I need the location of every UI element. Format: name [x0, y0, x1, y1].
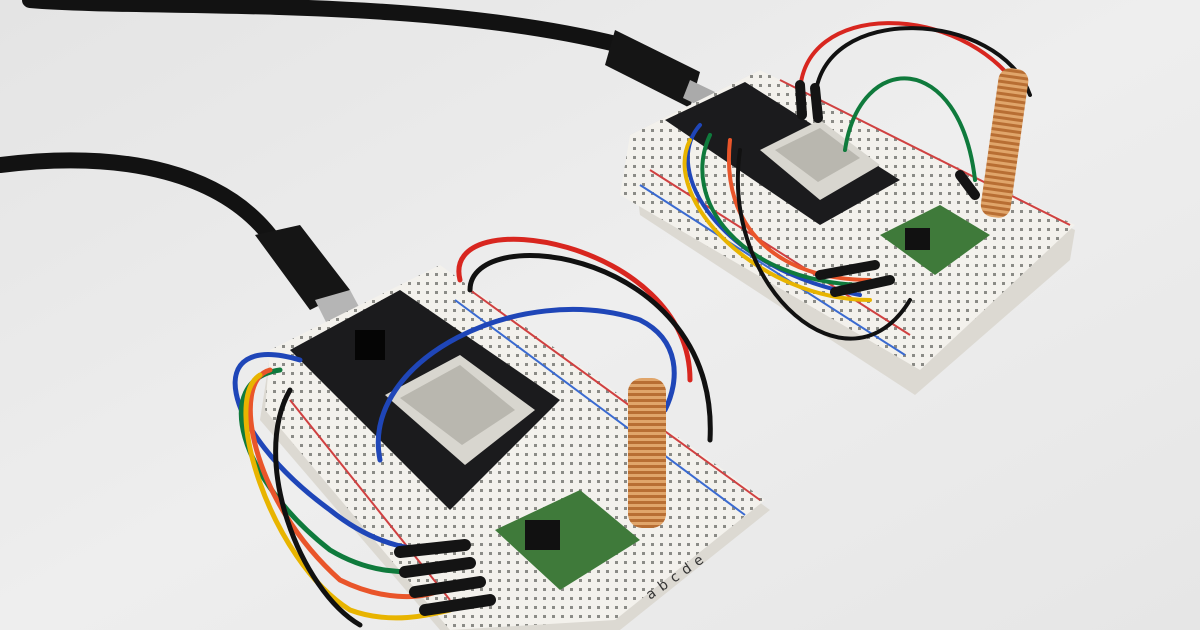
- nodemcu-board-left: [290, 290, 560, 510]
- dupont-connectors-left: [394, 539, 496, 616]
- jumper-wires-right: [682, 21, 1032, 341]
- coil-antenna-right: [980, 68, 1029, 218]
- coil-antenna-left: [628, 378, 666, 528]
- rf-module-left: [495, 490, 640, 590]
- dupont-connectors-right: [795, 80, 980, 297]
- nodemcu-board-right: [665, 82, 900, 225]
- rf-module-right: [880, 205, 990, 275]
- usb-cable-top: [22, 0, 628, 53]
- usb-cable-left: [0, 152, 288, 258]
